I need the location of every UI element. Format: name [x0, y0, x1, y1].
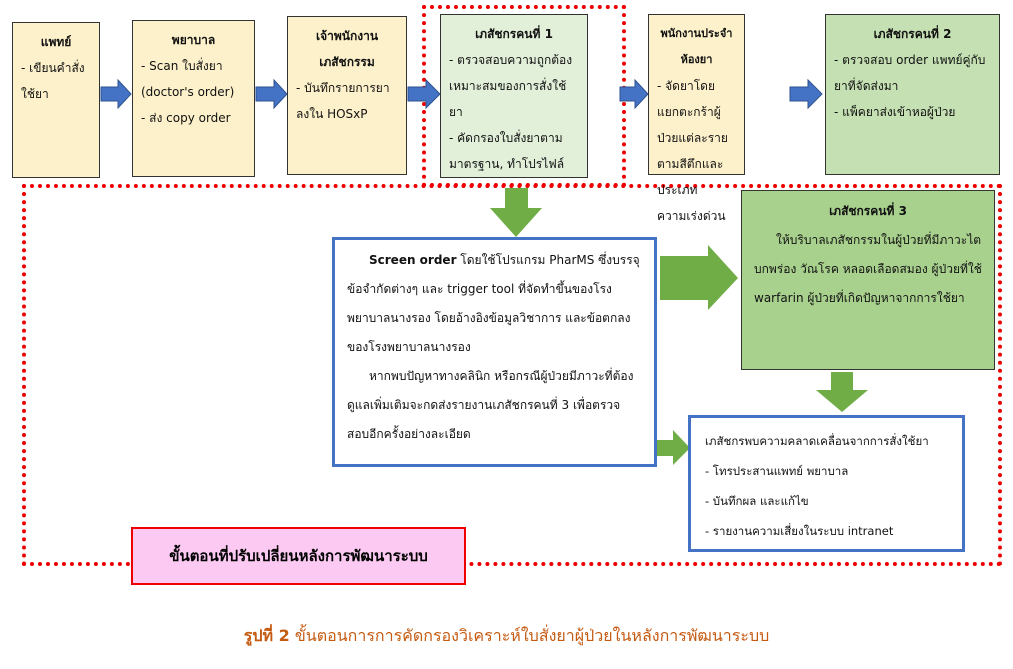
- changed-steps-region: [22, 184, 1002, 566]
- error-handling-box: เภสัชกรพบความคลาดเคลื่อนจากการสั่งใช้ยา …: [688, 415, 965, 552]
- error-title: เภสัชกรพบความคลาดเคลื่อนจากการสั่งใช้ยา: [705, 434, 929, 448]
- arrow-right-icon: [407, 78, 441, 110]
- screen-order-heading: Screen order: [369, 253, 457, 267]
- step-title: พนักงานประจำห้องยา: [660, 27, 733, 66]
- error-line: - บันทึกผล และแก้ไข: [705, 494, 809, 508]
- step-pharmacy-staff: เจ้าพนักงานเภสัชกรรม - บันทึกรายการยาลงใน…: [287, 16, 407, 175]
- step-title: เภสัชกรคนที่ 2: [873, 27, 952, 41]
- arrow-right-icon: [789, 78, 823, 110]
- step-title: เภสัชกรคนที่ 1: [475, 27, 553, 41]
- caption-text: ขั้นตอนการการคัดกรองวิเคราะห์ใบสั่งยาผู้…: [289, 626, 770, 645]
- step-nurse: พยาบาล - Scan ใบสั่งยา (doctor's order) - …: [132, 20, 255, 177]
- step-line: - บันทึกรายการยาลงใน HOSxP: [296, 81, 390, 121]
- step-line: - ส่ง copy order: [141, 111, 231, 125]
- step-title: พยาบาล: [171, 33, 216, 47]
- step-line: - ตรวจสอบความถูกต้องเหมาะสมของการสั่งใช้…: [449, 53, 573, 119]
- arrow-right-icon: [660, 245, 738, 310]
- arrow-down-icon: [816, 372, 868, 412]
- step-title: เจ้าพนักงานเภสัชกรรม: [315, 29, 379, 69]
- step-text: ให้บริบาลเภสัชกรรมในผู้ป่วยที่มีภาวะไตบก…: [754, 233, 982, 305]
- arrow-right-icon: [657, 430, 690, 465]
- step-line: - Scan ใบสั่งยา (doctor's order): [141, 59, 235, 99]
- step-pharmacist-2: เภสัชกรคนที่ 2 - ตรวจสอบ order แพทย์คู่กั…: [825, 14, 1000, 175]
- step-dispensary-staff: พนักงานประจำห้องยา - จัดยาโดยแยกตะกร้าผู้…: [648, 14, 745, 223]
- arrow-down-icon: [490, 188, 542, 237]
- step-title: เภสัชกรคนที่ 3: [829, 204, 907, 218]
- step-line: - จัดยาโดยแยกตะกร้าผู้ป่วยแต่ละรายตามสีต…: [657, 79, 728, 223]
- arrow-right-icon: [619, 78, 649, 110]
- step-pharmacist-1: เภสัชกรคนที่ 1 - ตรวจสอบความถูกต้องเหมาะส…: [440, 14, 588, 178]
- step-line: - ตรวจสอบ order แพทย์คู่กับยาที่จัดส่งมา: [834, 53, 986, 93]
- changed-steps-label: ขั้นตอนที่ปรับเปลี่ยนหลังการพัฒนาระบบ: [131, 527, 466, 585]
- arrow-right-icon: [255, 78, 288, 110]
- step-pharmacist-3: เภสัชกรคนที่ 3 ให้บริบาลเภสัชกรรมในผู้ป่ว…: [741, 190, 995, 370]
- screen-order-escalation: หากพบปัญหาทางคลินิก หรือกรณีผู้ป่วยมีภาว…: [347, 369, 634, 441]
- step-line: - คัดกรองใบสั่งยาตามมาตรฐาน, ทำโปรไฟล์: [449, 131, 565, 171]
- screen-order-box: Screen order โดยใช้โปรแกรม PharMS ซึ่งบร…: [332, 237, 657, 467]
- step-doctor: แพทย์ - เขียนคำสั่งใช้ยา: [12, 22, 100, 178]
- step-line: - เขียนคำสั่งใช้ยา: [21, 61, 85, 101]
- step-title: แพทย์: [40, 35, 72, 49]
- error-line: - รายงานความเสี่ยงในระบบ intranet: [705, 524, 894, 538]
- arrow-right-icon: [100, 78, 132, 110]
- caption-prefix: รูปที่ 2: [243, 626, 290, 645]
- step-line: - แพ็คยาส่งเข้าหอผู้ป่วย: [834, 105, 956, 119]
- error-line: - โทรประสานแพทย์ พยาบาล: [705, 464, 849, 478]
- figure-caption: รูปที่ 2 ขั้นตอนการการคัดกรองวิเคราะห์ใบ…: [0, 624, 1013, 649]
- screen-order-text: โดยใช้โปรแกรม PharMS ซึ่งบรรจุข้อจำกัดต่…: [347, 253, 640, 354]
